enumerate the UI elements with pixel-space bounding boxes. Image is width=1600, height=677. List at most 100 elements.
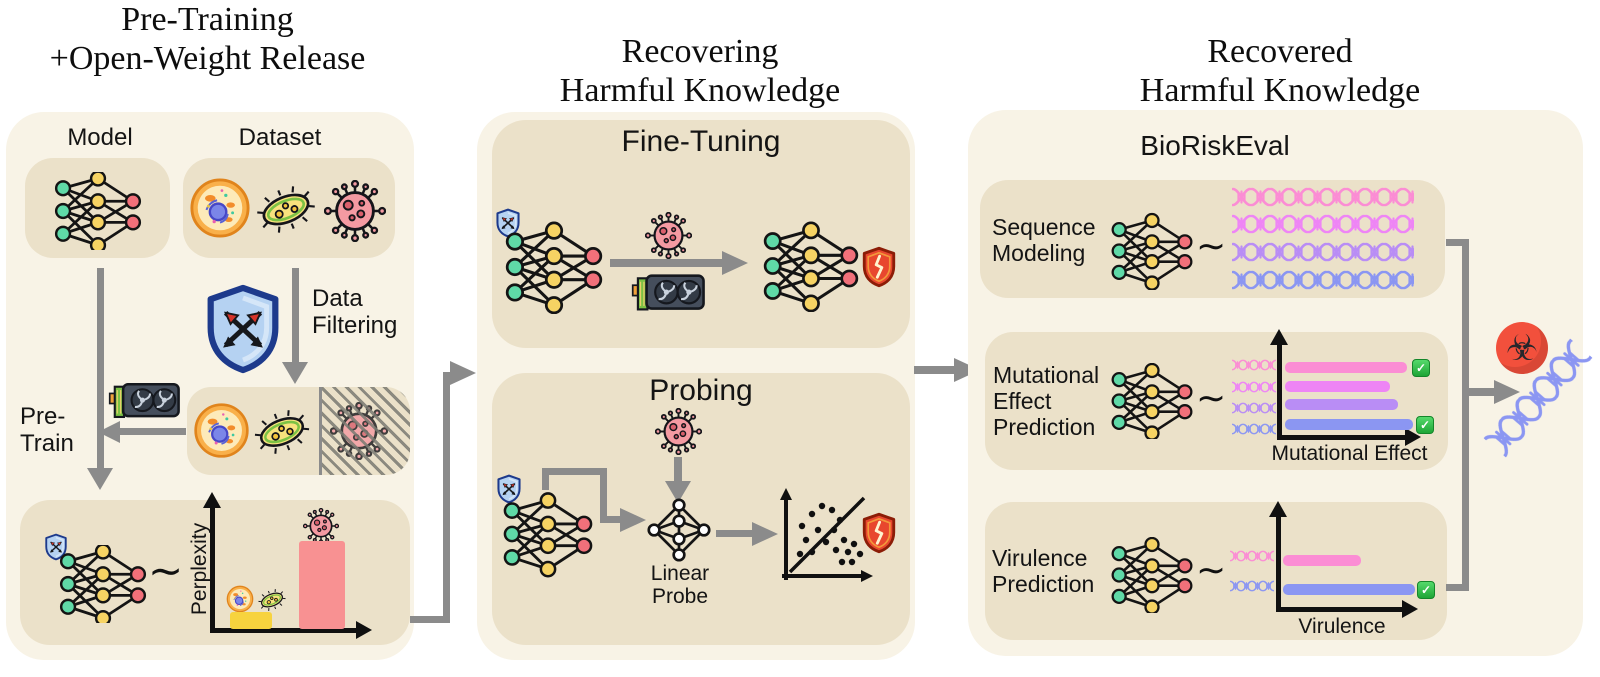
perplexity-x-arrowhead	[356, 621, 372, 639]
sequence-modeling-label: Sequence Modeling	[992, 214, 1096, 266]
distribution-tilde: ∼	[148, 546, 184, 595]
title-left-line2: +Open-Weight Release	[49, 40, 366, 77]
virus-icon	[645, 212, 692, 259]
dna-mini-purple	[1232, 401, 1276, 415]
bracket-bottom-stub	[1446, 584, 1466, 591]
dna-mini-magenta	[1232, 380, 1276, 394]
neural-network-icon	[1110, 537, 1194, 613]
distribution-tilde: ∼	[1196, 550, 1227, 591]
neural-network-icon	[1110, 363, 1194, 439]
pretrain-arrowhead	[98, 421, 120, 443]
virulence-label: Virulence Prediction	[992, 545, 1095, 597]
virulence-x-arrowhead	[1402, 600, 1418, 618]
dna-strand-magenta	[1232, 212, 1414, 235]
virus-to-probe-arrowhead	[665, 481, 691, 503]
virulence-bar	[1283, 584, 1415, 595]
virus-icon	[303, 508, 339, 544]
left-to-middle-connector-bottom	[410, 616, 450, 623]
filter-divider	[319, 387, 322, 475]
dna-mini-pink	[1232, 358, 1276, 372]
bacteria-icon	[252, 186, 320, 233]
dataset-label: Dataset	[238, 124, 322, 151]
left-to-middle-connector-vertical	[443, 372, 450, 623]
perplexity-y-axis	[210, 505, 215, 632]
model-to-probe-elbow-top	[542, 468, 607, 475]
perplexity-box	[20, 500, 410, 645]
filtered-out-hatch	[322, 387, 410, 475]
gpu-icon	[631, 271, 707, 315]
mutational-axis-label: Mutational Effect	[1271, 442, 1428, 465]
virulence-axis-label: Virulence	[1298, 615, 1386, 638]
fine-tuning-arrow-line	[610, 259, 724, 267]
probing-label: Probing	[649, 374, 753, 407]
cell-icon	[226, 585, 254, 613]
perplexity-y-arrowhead	[203, 492, 221, 508]
title-middle: Recovering Harmful Knowledge	[480, 32, 920, 110]
title-middle-line1: Recovering	[621, 33, 779, 70]
neural-network-icon	[502, 490, 594, 578]
dna-double-helix-icon	[1479, 335, 1597, 461]
mutational-x-axis	[1277, 435, 1407, 440]
neural-network-icon	[504, 220, 604, 314]
linear-probe-icon	[645, 498, 713, 562]
dna-strand-blue	[1232, 268, 1414, 291]
biorisk-eval-label: BioRiskEval	[1140, 130, 1290, 161]
mutational-bar	[1285, 381, 1390, 392]
pretrain-label: Pre- Train	[20, 403, 74, 457]
virus-icon	[324, 180, 386, 242]
virulence-x-axis	[1276, 607, 1404, 612]
data-filtering-label: Data Filtering	[312, 285, 398, 339]
mutational-bar	[1285, 399, 1398, 410]
title-left: Pre-Training +Open-Weight Release	[0, 0, 415, 78]
broken-shield-icon	[860, 512, 898, 554]
cell-icon	[189, 177, 251, 239]
dataset-flow-line	[292, 268, 299, 366]
dataset-flow-arrowhead	[282, 362, 308, 384]
pretrain-arrow-line	[118, 428, 186, 435]
fine-tuning-label: Fine-Tuning	[621, 125, 781, 158]
bacteria-icon	[256, 589, 288, 611]
virulence-y-arrowhead	[1269, 501, 1287, 517]
mutational-y-axis	[1277, 342, 1282, 438]
model-to-probe-elbow-up	[542, 468, 549, 490]
dna-strand-pink	[1232, 185, 1414, 208]
title-right: Recovered Harmful Knowledge	[990, 32, 1570, 110]
neural-network-icon	[1110, 212, 1194, 290]
perplexity-bar-virus	[299, 541, 345, 629]
perplexity-x-axis	[210, 628, 358, 633]
checkmark-icon: ✓	[1412, 359, 1430, 377]
virulence-y-axis	[1276, 514, 1281, 608]
probe-to-scatter-arrowhead	[752, 522, 778, 546]
mutational-bar	[1285, 419, 1413, 430]
perplexity-bar-benign	[230, 612, 272, 629]
biohazard-icon: ☣	[1496, 322, 1548, 374]
middle-to-right-line	[914, 366, 958, 374]
model-flow-line	[97, 268, 104, 470]
neural-network-icon	[52, 172, 144, 250]
model-label: Model	[67, 124, 133, 151]
checkmark-icon: ✓	[1417, 581, 1435, 599]
bracket-top-stub	[1446, 239, 1466, 246]
virus-icon	[655, 408, 702, 455]
checkmark-icon: ✓	[1416, 416, 1434, 434]
dna-strand-purple	[1232, 240, 1414, 263]
broken-shield-icon	[860, 246, 898, 288]
probe-to-scatter-line	[716, 530, 754, 537]
dna-mini-pink	[1230, 549, 1274, 563]
mutational-effect-label: Mutational Effect Prediction	[993, 362, 1100, 440]
model-to-probe-arrowhead	[620, 508, 646, 532]
virus-to-probe-line	[674, 457, 682, 483]
title-left-line1: Pre-Training	[121, 1, 294, 38]
distribution-tilde: ∼	[1196, 226, 1227, 267]
model-to-probe-line	[600, 516, 622, 523]
virulence-box	[985, 502, 1447, 640]
bracket-vertical	[1462, 239, 1469, 591]
linear-probe-label: Linear Probe	[650, 562, 710, 608]
model-flow-arrowhead	[87, 468, 113, 490]
gpu-icon	[108, 380, 182, 422]
bracket-to-biohazard-line	[1467, 388, 1497, 396]
neural-network-icon	[762, 220, 860, 312]
title-right-line2: Harmful Knowledge	[1139, 72, 1421, 109]
model-to-probe-elbow-down	[600, 468, 607, 523]
